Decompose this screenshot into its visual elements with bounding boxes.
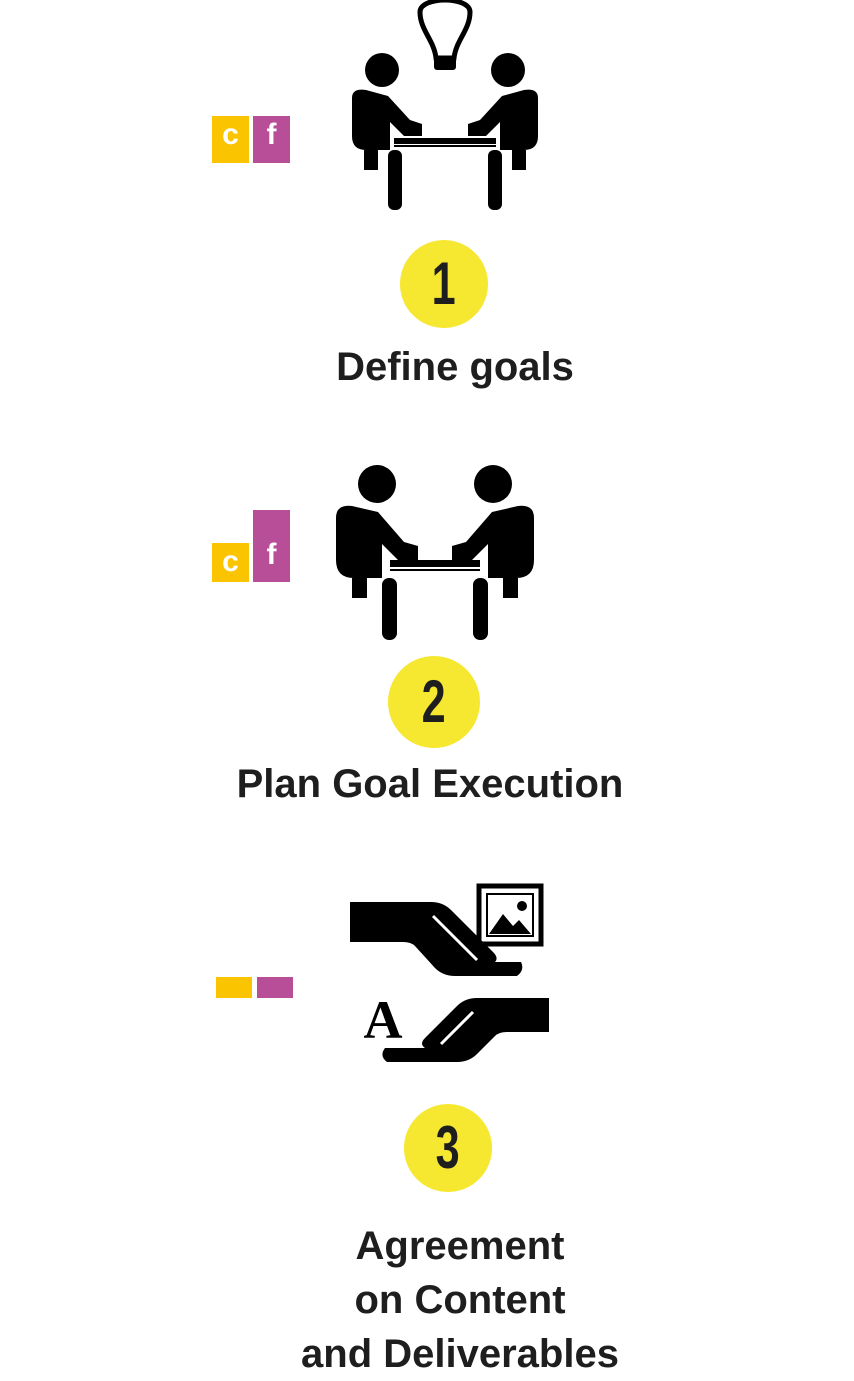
step-2-number: 2 (388, 656, 480, 748)
meeting-with-lightbulb-icon (352, 0, 538, 210)
step-3-title-line-2: on Content (354, 1278, 566, 1322)
step-1-tag-f: f (253, 116, 290, 163)
letter-a-icon: A (364, 990, 403, 1050)
step-3-title: Agreement on Content and Deliverables (250, 1219, 670, 1381)
step-2-title: Plan Goal Execution (236, 762, 624, 806)
step-1-tag-c: c (212, 116, 249, 163)
step-3-number: 3 (404, 1104, 492, 1192)
step-3-tag-left (216, 977, 252, 998)
step-2-tag-f: f (253, 510, 290, 582)
step-1-number: 1 (400, 240, 488, 328)
step-1-title: Define goals (336, 345, 574, 389)
step-2-tag-c: c (212, 543, 249, 582)
step-3-title-line-3: and Deliverables (301, 1332, 619, 1376)
step-3-title-line-1: Agreement (355, 1224, 565, 1268)
step-3-tag-right (257, 977, 293, 998)
exchange-hands-icon: A (350, 883, 549, 1062)
meeting-icon (336, 465, 534, 640)
